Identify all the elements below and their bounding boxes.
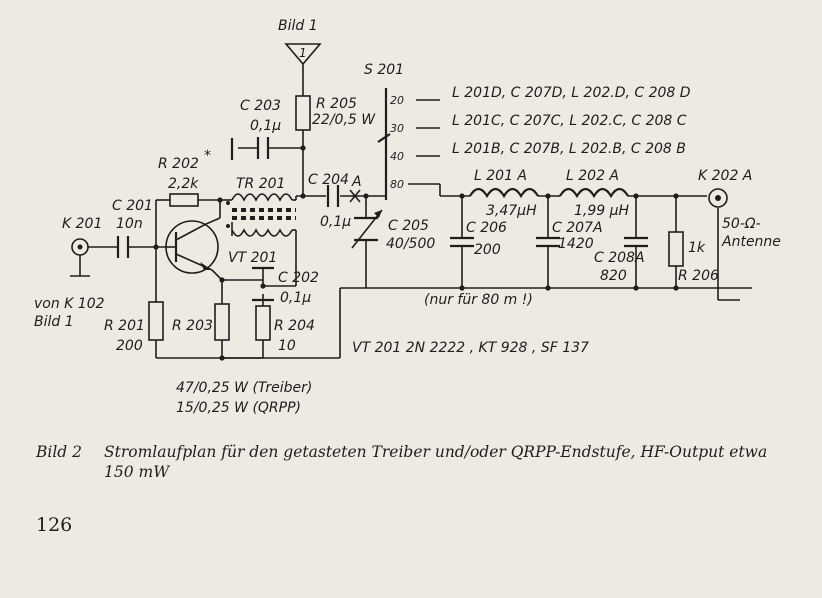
k201-input-connector: [70, 238, 90, 277]
bild1-top-label: Bild 1: [278, 18, 318, 34]
c201-label: C 201: [112, 198, 153, 214]
k202a-output-connector: [708, 188, 728, 208]
c208a-label: C 208A: [594, 250, 645, 266]
r201-label: R 201: [104, 318, 145, 334]
r202-star: *: [204, 148, 211, 164]
k201-label: K 201: [62, 216, 102, 232]
l202a-inductor: [559, 187, 629, 199]
r202-resistor: [169, 193, 199, 207]
r203-value-driver: 47/0,25 W (Treiber): [176, 380, 312, 396]
c203-capacitor: [256, 137, 270, 159]
r204-value: 10: [278, 338, 296, 354]
c207a-value: 1420: [558, 236, 594, 252]
c201-value: 10n: [116, 216, 143, 232]
c206-value: 200: [474, 242, 501, 258]
r202-label: R 202: [158, 156, 199, 172]
s201-label: S 201: [364, 62, 404, 78]
r203-resistor: [214, 303, 230, 341]
c205-label: C 205: [388, 218, 429, 234]
r202-value: 2,2k: [168, 176, 199, 192]
point-a-marker: [349, 189, 361, 203]
c205-variable-capacitor: [351, 209, 383, 249]
r204-label: R 204: [274, 318, 315, 334]
band-40-parts: L 201B, C 207B, L 202.B, C 208 B: [452, 141, 686, 157]
r201-value: 200: [116, 338, 143, 354]
r203-label: R 203: [172, 318, 213, 334]
wiring: [88, 62, 752, 359]
k202a-label: K 202 A: [698, 168, 752, 184]
c208a-capacitor: [624, 236, 648, 248]
antenna-label-1: 50-Ω-: [722, 216, 761, 232]
r205-resistor: [295, 95, 311, 131]
filter-note: (nur für 80 m !): [424, 292, 533, 308]
tr201-label: TR 201: [236, 176, 285, 192]
c202-label: C 202: [278, 270, 319, 286]
junction-dots: [153, 145, 679, 361]
l202a-value: 1,99 μH: [574, 203, 630, 219]
c202-value: 0,1μ: [280, 290, 311, 306]
c203-label: C 203: [240, 98, 281, 114]
c207a-label: C 207A: [552, 220, 603, 236]
point-a-label: A: [351, 174, 362, 190]
c203-value: 0,1μ: [250, 118, 281, 134]
c204-label: C 204: [308, 172, 349, 188]
r201-resistor: [148, 301, 164, 341]
input-source-label-2: Bild 1: [34, 314, 74, 330]
c204-capacitor: [326, 185, 340, 207]
switch-position-20: 20: [390, 94, 404, 107]
antenna-label-2: Antenne: [721, 234, 781, 250]
r206-label: R 206: [678, 268, 719, 284]
c204-value: 0,1μ: [320, 214, 351, 230]
circuit-schematic: Bild 1 1 S 201 20 30 40 80 L 201D, C 207…: [34, 18, 781, 416]
c202-capacitor: [252, 266, 274, 302]
c205-value: 40/500: [386, 236, 435, 252]
antenna-number-label: 1: [299, 46, 307, 60]
r205-value: 22/0,5 W: [312, 112, 376, 128]
r205-label: R 205: [316, 96, 357, 112]
r204-resistor: [255, 305, 271, 341]
c206-label: C 206: [466, 220, 507, 236]
switch-position-30: 30: [390, 122, 404, 135]
switch-position-40: 40: [390, 150, 404, 163]
tr201-transformer: [226, 193, 297, 237]
band-20-parts: L 201D, C 207D, L 202.D, C 208 D: [452, 85, 691, 101]
band-30-parts: L 201C, C 207C, L 202.C, C 208 C: [452, 113, 687, 129]
l201a-label: L 201 A: [474, 168, 527, 184]
l201a-inductor: [469, 187, 539, 199]
c201-capacitor: [116, 236, 130, 258]
antenna-connector-symbol: [284, 43, 322, 66]
r203-value-qrpp: 15/0,25 W (QRPP): [176, 400, 301, 416]
c207a-capacitor: [536, 236, 560, 248]
l202a-label: L 202 A: [566, 168, 619, 184]
input-source-label-1: von K 102: [34, 296, 105, 312]
c206-capacitor: [450, 236, 474, 248]
page-number: 126: [36, 514, 73, 536]
r206-resistor: [668, 231, 684, 267]
figure-number: Bild 2: [36, 443, 83, 461]
switch-position-80: 80: [390, 178, 404, 191]
l201a-value: 3,47μH: [486, 203, 537, 219]
r206-value: 1k: [688, 240, 706, 256]
vt201-label: VT 201: [228, 250, 277, 266]
s201-band-switch: [377, 88, 391, 200]
caption-text: Stromlaufplan für den getasteten Treiber…: [104, 443, 768, 481]
vt201-transistor: [165, 217, 221, 274]
transistor-types: VT 201 2N 2222 , KT 928 , SF 137: [352, 340, 589, 356]
schematic-labels: Bild 1 1 S 201 20 30 40 80 L 201D, C 207…: [34, 18, 781, 416]
c208a-value: 820: [600, 268, 627, 284]
